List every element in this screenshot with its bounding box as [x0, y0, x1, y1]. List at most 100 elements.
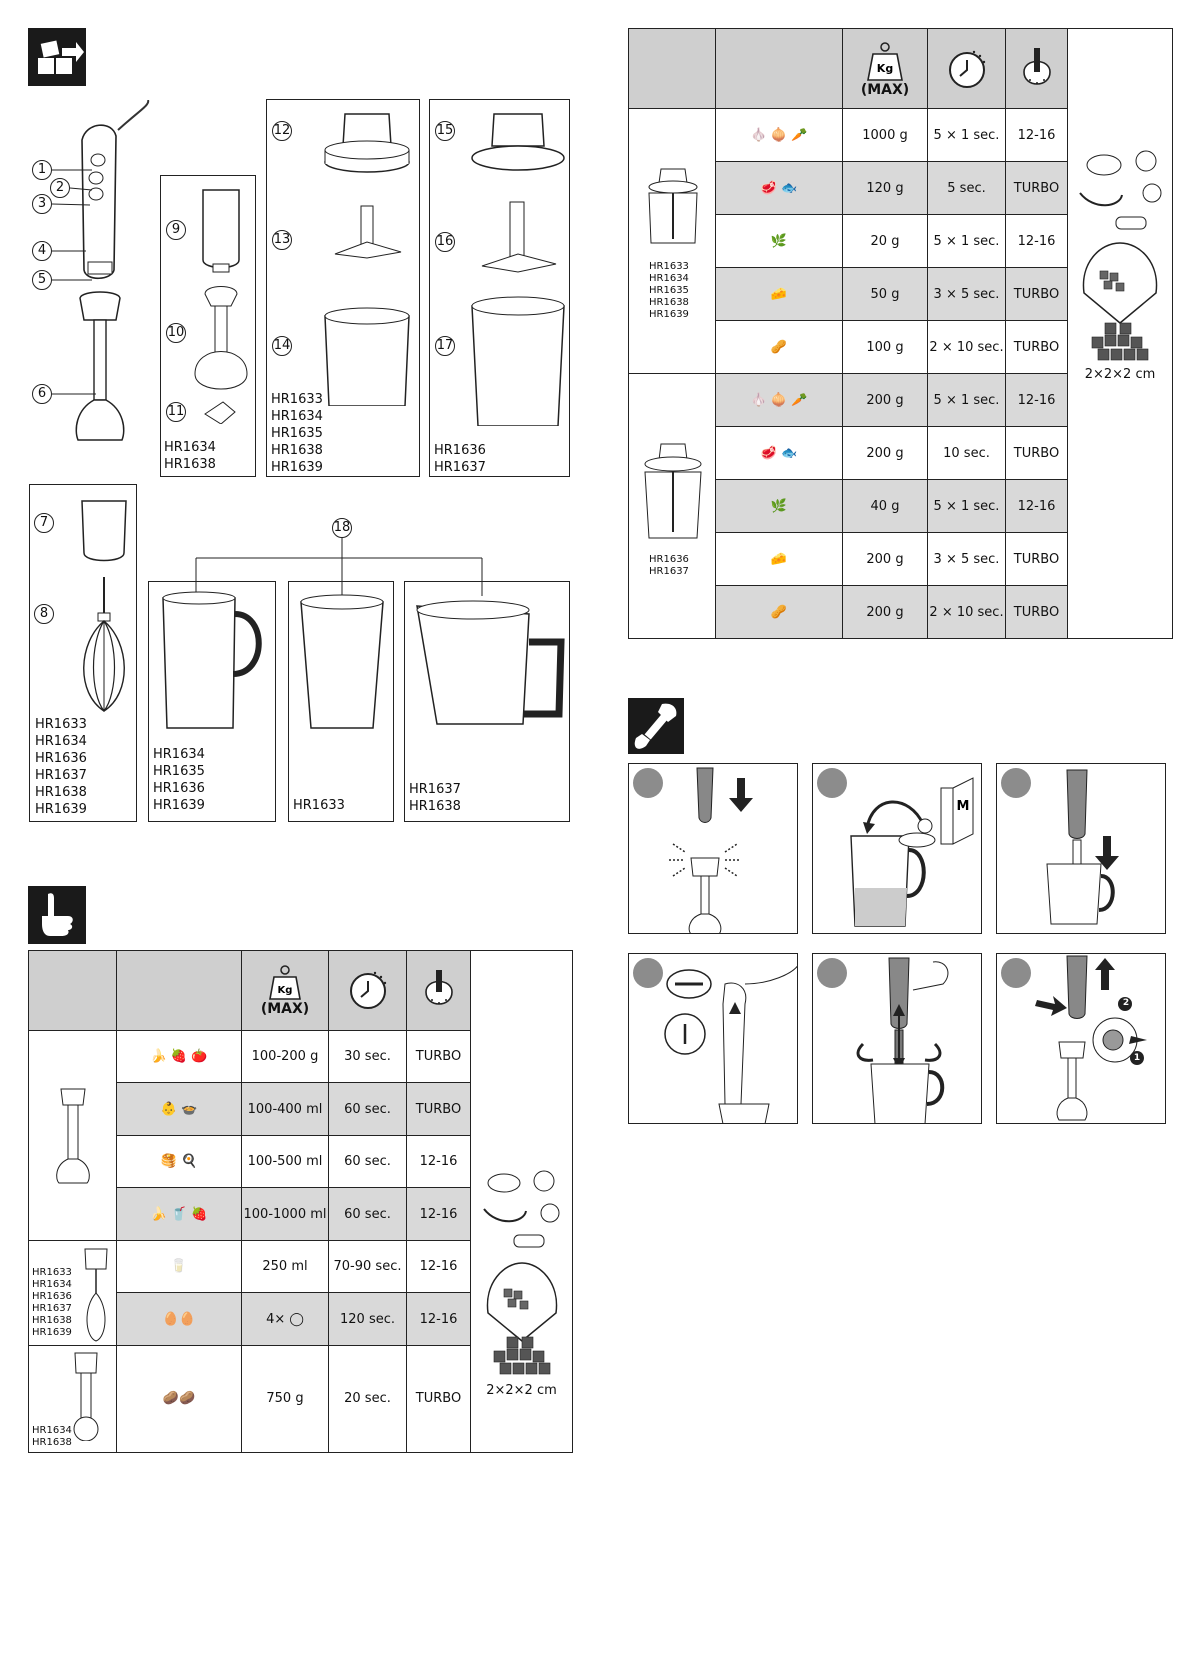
- speed-cell: 12-16: [406, 1239, 471, 1294]
- time-cell: 60 sec.: [328, 1187, 407, 1241]
- beaker-box-c: HR1637 HR1638: [404, 581, 570, 822]
- header-weight: Kg (MAX): [241, 950, 329, 1031]
- weight-icon: Kg: [867, 41, 903, 81]
- callout-12: 12: [272, 121, 292, 141]
- callout-2: 2: [50, 178, 70, 198]
- header-weight: Kg (MAX): [842, 28, 928, 109]
- header-time: [328, 950, 407, 1031]
- weight-icon: Kg: [269, 965, 301, 1001]
- cube-size-label: 2×2×2 cm: [486, 1383, 557, 1398]
- qty-cell: 200 g: [842, 426, 928, 480]
- speed-cell: TURBO: [406, 1029, 471, 1084]
- time-cell: 60 sec.: [328, 1134, 407, 1189]
- qty-cell: 250 ml: [241, 1239, 329, 1294]
- speed-dial-icon: [1022, 47, 1051, 85]
- food-icons-cheese: 🧀: [715, 532, 843, 586]
- speed-cell: 12-16: [1005, 214, 1068, 268]
- time-cell: 5 × 1 sec.: [927, 479, 1006, 533]
- speed-cell: 12-16: [1005, 373, 1068, 427]
- time-cell: 5 × 1 sec.: [927, 373, 1006, 427]
- dice-food-illustration: [482, 1170, 559, 1375]
- qty-cell: 100-500 ml: [241, 1134, 329, 1189]
- step-number-badge: [633, 958, 663, 988]
- callout-14: 14: [272, 336, 292, 356]
- milk-carton-label: M: [957, 799, 970, 814]
- callout-6: 6: [32, 384, 52, 404]
- motor-unit-illustration: [70, 100, 160, 480]
- qty-cell: 20 g: [842, 214, 928, 268]
- step-number-badge: [817, 768, 847, 798]
- food-icons-shake: 🍌 🥤 🍓: [116, 1187, 242, 1241]
- food-icons-herbs: 🌿: [715, 214, 843, 268]
- step-number-badge: [817, 958, 847, 988]
- models-label-jar-a: HR1634 HR1635 HR1636 HR1639: [153, 747, 205, 813]
- food-icons-baby-soup: 👶 🍲: [116, 1082, 242, 1136]
- timer-icon: [948, 50, 985, 88]
- masher-icon: [73, 1352, 99, 1441]
- food-icons-meat-fish: 🥩 🐟: [715, 161, 843, 215]
- time-cell: 2 × 10 sec.: [927, 585, 1006, 639]
- whisk-icon: [84, 1248, 108, 1342]
- time-cell: 2 × 10 sec.: [927, 320, 1006, 374]
- models-label-9-11: HR1634 HR1638: [164, 440, 216, 472]
- dice-food-illustration: [1079, 150, 1162, 361]
- qty-cell: 120 g: [842, 161, 928, 215]
- parts-box-9-11: HR1634 HR1638: [160, 175, 256, 477]
- beaker-box-a: HR1634 HR1635 HR1636 HR1639: [148, 581, 276, 822]
- callout-11: 11: [166, 402, 186, 422]
- hand-pointer-icon: [28, 886, 86, 944]
- group-b-models: HR1636 HR1637: [649, 554, 689, 577]
- food-icons-cheese: 🧀: [715, 267, 843, 321]
- step-badge-2: 2: [1122, 998, 1130, 1008]
- food-icons-meat-fish: 🥩 🐟: [715, 426, 843, 480]
- svg-text:Kg: Kg: [877, 62, 893, 75]
- food-icons-cream: 🥛: [116, 1239, 242, 1294]
- qty-cell: 100-400 ml: [241, 1082, 329, 1136]
- speed-cell: 12-16: [406, 1292, 471, 1346]
- group-c-tool-cell: HR1634 HR1638: [28, 1344, 117, 1454]
- parts-box-15-17: HR1636 HR1637: [429, 99, 570, 477]
- egg-icon: ◯: [289, 1311, 304, 1327]
- header-blank-1: [628, 28, 716, 109]
- qty-cell: 40 g: [842, 479, 928, 533]
- large-chopper-icon: [644, 443, 702, 539]
- food-icons-potatoes: 🥔🥔: [116, 1344, 242, 1454]
- food-icons-nuts: 🥜: [715, 585, 843, 639]
- speed-cell: TURBO: [1005, 267, 1068, 321]
- callout-18: 18: [332, 518, 352, 538]
- svg-text:Kg: Kg: [278, 985, 293, 996]
- time-cell: 5 sec.: [927, 161, 1006, 215]
- food-icons-pancake: 🥞 🍳: [116, 1134, 242, 1189]
- callout-1: 1: [32, 160, 52, 180]
- callout-13: 13: [272, 230, 292, 250]
- blender-settings-table: Kg (MAX): [28, 950, 573, 1454]
- blender-bar-icon: [628, 698, 684, 754]
- leader-lines-18: [195, 538, 483, 596]
- callout-17: 17: [435, 336, 455, 356]
- max-label: (MAX): [860, 81, 910, 98]
- group-a-models: HR1633 HR1634 HR1635 HR1638 HR1639: [649, 261, 689, 320]
- time-cell: 5 × 1 sec.: [927, 108, 1006, 162]
- speed-cell: TURBO: [1005, 320, 1068, 374]
- time-cell: 5 × 1 sec.: [927, 214, 1006, 268]
- step-panel-attach: [628, 763, 798, 934]
- group-c-models: HR1634 HR1638: [32, 1424, 72, 1448]
- parts-box-7-8: HR1633 HR1634 HR1636 HR1637 HR1638 HR163…: [29, 484, 137, 822]
- speed-cell: 12-16: [1005, 479, 1068, 533]
- header-speed: [406, 950, 471, 1031]
- group-b-tool-cell: HR1636 HR1637: [628, 373, 716, 639]
- time-cell: 3 × 5 sec.: [927, 267, 1006, 321]
- callout-10: 10: [166, 323, 186, 343]
- qty-cell: 200 g: [842, 532, 928, 586]
- speed-cell: TURBO: [406, 1082, 471, 1136]
- qty-cell: 750 g: [241, 1344, 329, 1454]
- callout-9: 9: [166, 220, 186, 240]
- header-blank-1: [28, 950, 117, 1031]
- speed-cell: TURBO: [1005, 426, 1068, 480]
- speed-cell: 12-16: [406, 1134, 471, 1189]
- step-panel-detach: 2 1: [996, 953, 1166, 1124]
- callout-8: 8: [34, 604, 54, 624]
- step-panel-blend: [812, 953, 982, 1124]
- models-label-7-8: HR1633 HR1634 HR1636 HR1637 HR1638 HR163…: [35, 717, 87, 817]
- time-cell: 60 sec.: [328, 1082, 407, 1136]
